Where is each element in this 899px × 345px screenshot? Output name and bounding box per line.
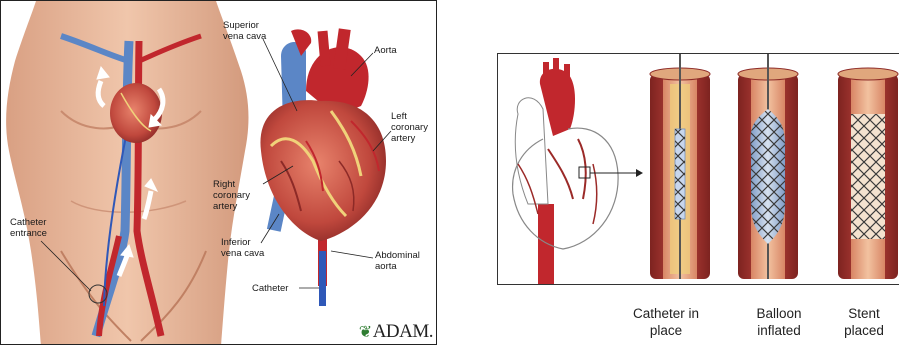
label-right-coronary-artery: Right coronary artery — [213, 179, 250, 212]
label-catheter-entrance: Catheter entrance — [10, 217, 47, 239]
adam-logo-text: ADAM. — [373, 321, 433, 342]
caption-stent-placed: Stent placed — [829, 305, 899, 339]
label-inferior-vena-cava: Inferior vena cava — [221, 237, 264, 259]
leaf-icon: ❦ — [359, 324, 372, 341]
stent-procedure-panel — [497, 53, 899, 285]
stent-procedure-illustration — [498, 54, 899, 285]
heart-outline-illustration — [513, 58, 643, 284]
adam-logo: ❦ADAM. — [359, 321, 433, 343]
heart-illustration — [260, 28, 386, 306]
label-abdominal-aorta: Abdominal aorta — [375, 250, 420, 272]
label-left-coronary-artery: Left coronary artery — [391, 111, 428, 144]
anatomy-illustration-panel: Superior vena cava Aorta Left coronary a… — [0, 0, 437, 345]
anatomy-illustration — [1, 1, 437, 345]
label-catheter: Catheter — [252, 283, 288, 294]
caption-catheter-in-place: Catheter in place — [621, 305, 711, 339]
vessel-stent-placed — [838, 68, 898, 279]
caption-balloon-inflated: Balloon inflated — [734, 305, 824, 339]
vessel-catheter-in-place — [650, 54, 710, 279]
label-superior-vena-cava: Superior vena cava — [223, 20, 266, 42]
torso-heart — [110, 83, 162, 143]
label-aorta: Aorta — [374, 45, 397, 56]
vessel-balloon-inflated — [738, 54, 798, 279]
